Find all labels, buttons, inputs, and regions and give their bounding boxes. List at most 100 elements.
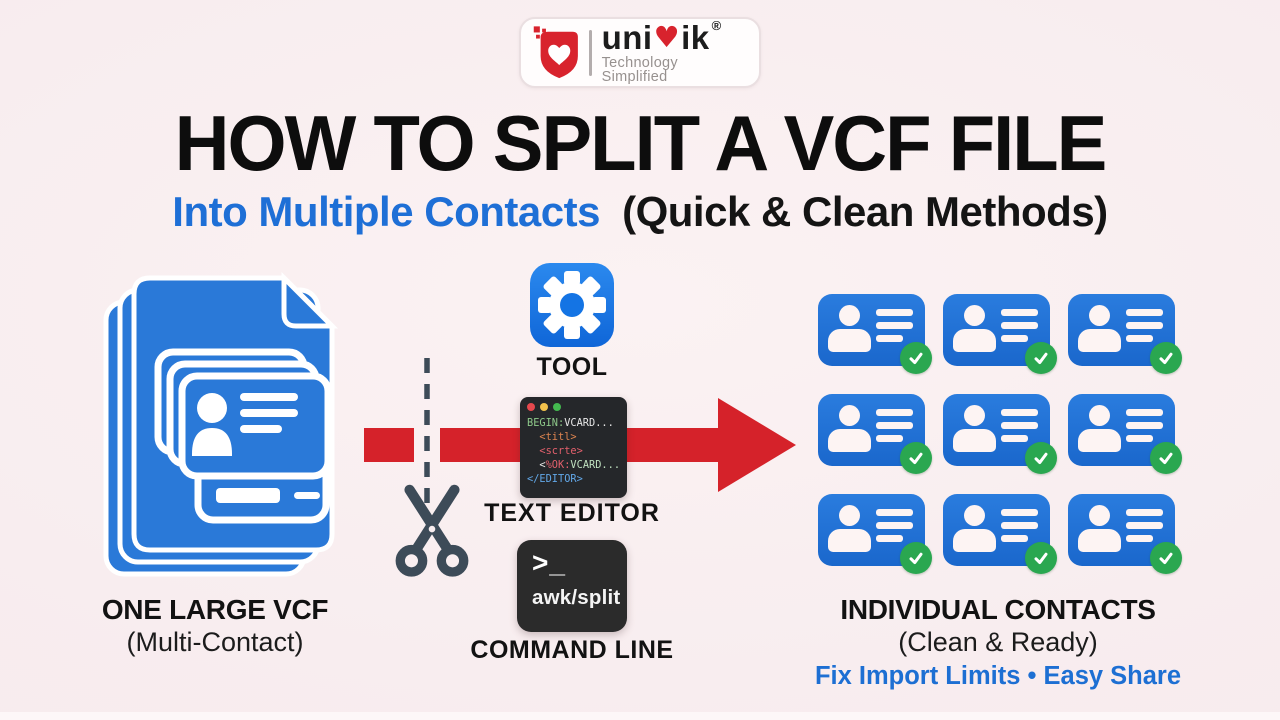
- person-body-icon: [828, 329, 871, 352]
- person-body-icon: [828, 529, 871, 552]
- card-text-line: [1126, 435, 1153, 442]
- person-head-icon: [1089, 405, 1110, 426]
- command-line-label: COMMAND LINE: [470, 636, 674, 664]
- check-badge-icon: [1150, 442, 1182, 474]
- card-text-line: [1126, 335, 1153, 342]
- arrow-shaft-left: [364, 428, 414, 462]
- person-head-icon: [839, 305, 860, 326]
- check-badge-icon: [1025, 542, 1057, 574]
- editor-code-line: BEGIN:VCARD...: [527, 417, 614, 429]
- check-badge-icon: [900, 342, 932, 374]
- window-dot-icon: [527, 403, 535, 411]
- person-head-icon: [964, 405, 985, 426]
- contact-card: [818, 494, 932, 574]
- card-text-line: [1001, 435, 1028, 442]
- person-body-icon: [953, 429, 996, 452]
- check-badge-icon: [1150, 542, 1182, 574]
- card-text-line: [1126, 535, 1153, 542]
- contact-card: [1068, 394, 1182, 474]
- card-text-line: [876, 522, 913, 529]
- editor-code-line: <%OK:VCARD...: [527, 459, 621, 471]
- person-head-icon: [964, 305, 985, 326]
- card-text-line: [1001, 522, 1038, 529]
- person-body-icon: [828, 429, 871, 452]
- card-text-line: [876, 335, 903, 342]
- contact-card: [818, 294, 932, 374]
- result-label: INDIVIDUAL CONTACTS: [840, 594, 1156, 625]
- source-label: ONE LARGE VCF: [101, 594, 329, 625]
- card-text-line: [1126, 522, 1163, 529]
- text-editor-label: TEXT EDITOR: [484, 499, 660, 527]
- person-head-icon: [964, 505, 985, 526]
- contact-card: [943, 394, 1057, 474]
- check-badge-icon: [1025, 442, 1057, 474]
- person-body-icon: [1078, 329, 1121, 352]
- check-badge-icon: [900, 542, 932, 574]
- card-text-line: [876, 422, 913, 429]
- brand-prefix: uni: [601, 18, 653, 56]
- check-badge-icon: [1150, 342, 1182, 374]
- tool-gear-icon: [530, 263, 614, 347]
- card-text-line: [876, 309, 913, 316]
- card-text-line: [876, 322, 913, 329]
- card-text-line: [1001, 535, 1028, 542]
- brand-text-block: uni ♥ ik ® Technology Simplified: [601, 18, 747, 85]
- card-text-line: [1001, 422, 1038, 429]
- check-badge-icon: [900, 442, 932, 474]
- subtitle-highlight: Into Multiple Contacts: [172, 188, 600, 235]
- card-text-line: [1001, 322, 1038, 329]
- result-benefits: Fix Import Limits • Easy Share: [814, 662, 1182, 690]
- editor-code-line: <scrte>: [527, 445, 583, 457]
- person-head-icon: [839, 505, 860, 526]
- card-text-line: [1126, 309, 1163, 316]
- bottom-strip: [0, 712, 1280, 720]
- contact-card: [1068, 494, 1182, 574]
- brand-logo-card: uni ♥ ik ® Technology Simplified: [519, 17, 761, 88]
- brand-heart-icon: ♥: [653, 19, 681, 54]
- card-text-line: [1126, 509, 1163, 516]
- large-vcf-file-icon: [103, 272, 339, 577]
- person-body-icon: [953, 329, 996, 352]
- card-text-line: [1001, 409, 1038, 416]
- text-editor-window: BEGIN:VCARD... <titl> <scrte> <%OK:VCARD…: [520, 397, 627, 498]
- card-text-line: [876, 409, 913, 416]
- terminal-prompt: >_: [532, 547, 566, 578]
- contact-card: [943, 294, 1057, 374]
- card-text-line: [1001, 509, 1038, 516]
- page-subtitle: Into Multiple Contacts (Quick & Clean Me…: [0, 188, 1280, 236]
- card-text-line: [1001, 335, 1028, 342]
- editor-code-line: </EDITOR>: [527, 473, 583, 485]
- card-text-line: [876, 535, 903, 542]
- contact-card: [943, 494, 1057, 574]
- contact-card: [818, 394, 932, 474]
- check-badge-icon: [1025, 342, 1057, 374]
- arrow-head: [718, 398, 796, 492]
- person-body-icon: [953, 529, 996, 552]
- subtitle-rest: (Quick & Clean Methods): [622, 188, 1108, 235]
- person-head-icon: [1089, 305, 1110, 326]
- brand-tagline: Technology Simplified: [601, 54, 678, 85]
- contacts-grid: [818, 294, 1182, 574]
- result-sublabel: (Clean & Ready): [898, 627, 1098, 657]
- window-dot-icon: [553, 403, 561, 411]
- editor-code: BEGIN:VCARD... <titl> <scrte> <%OK:VCARD…: [527, 416, 620, 486]
- source-sublabel: (Multi-Contact): [126, 627, 304, 657]
- card-text-line: [1126, 422, 1163, 429]
- tool-label: TOOL: [536, 353, 608, 381]
- person-head-icon: [839, 405, 860, 426]
- card-text-line: [1001, 309, 1038, 316]
- card-text-line: [1126, 409, 1163, 416]
- logo-divider: [588, 29, 592, 76]
- card-text-line: [876, 509, 913, 516]
- editor-code-line: <titl>: [527, 431, 577, 443]
- card-text-line: [876, 435, 903, 442]
- page-title: HOW TO SPLIT A VCF FILE: [174, 99, 1108, 188]
- contact-card: [1068, 294, 1182, 374]
- window-traffic-dots: [527, 403, 620, 411]
- brand-name: uni ♥ ik ®: [601, 18, 747, 56]
- shield-heart-icon: [533, 25, 578, 78]
- card-text-line: [1126, 322, 1163, 329]
- terminal-command: awk/split: [532, 585, 621, 609]
- window-dot-icon: [540, 403, 548, 411]
- person-body-icon: [1078, 429, 1121, 452]
